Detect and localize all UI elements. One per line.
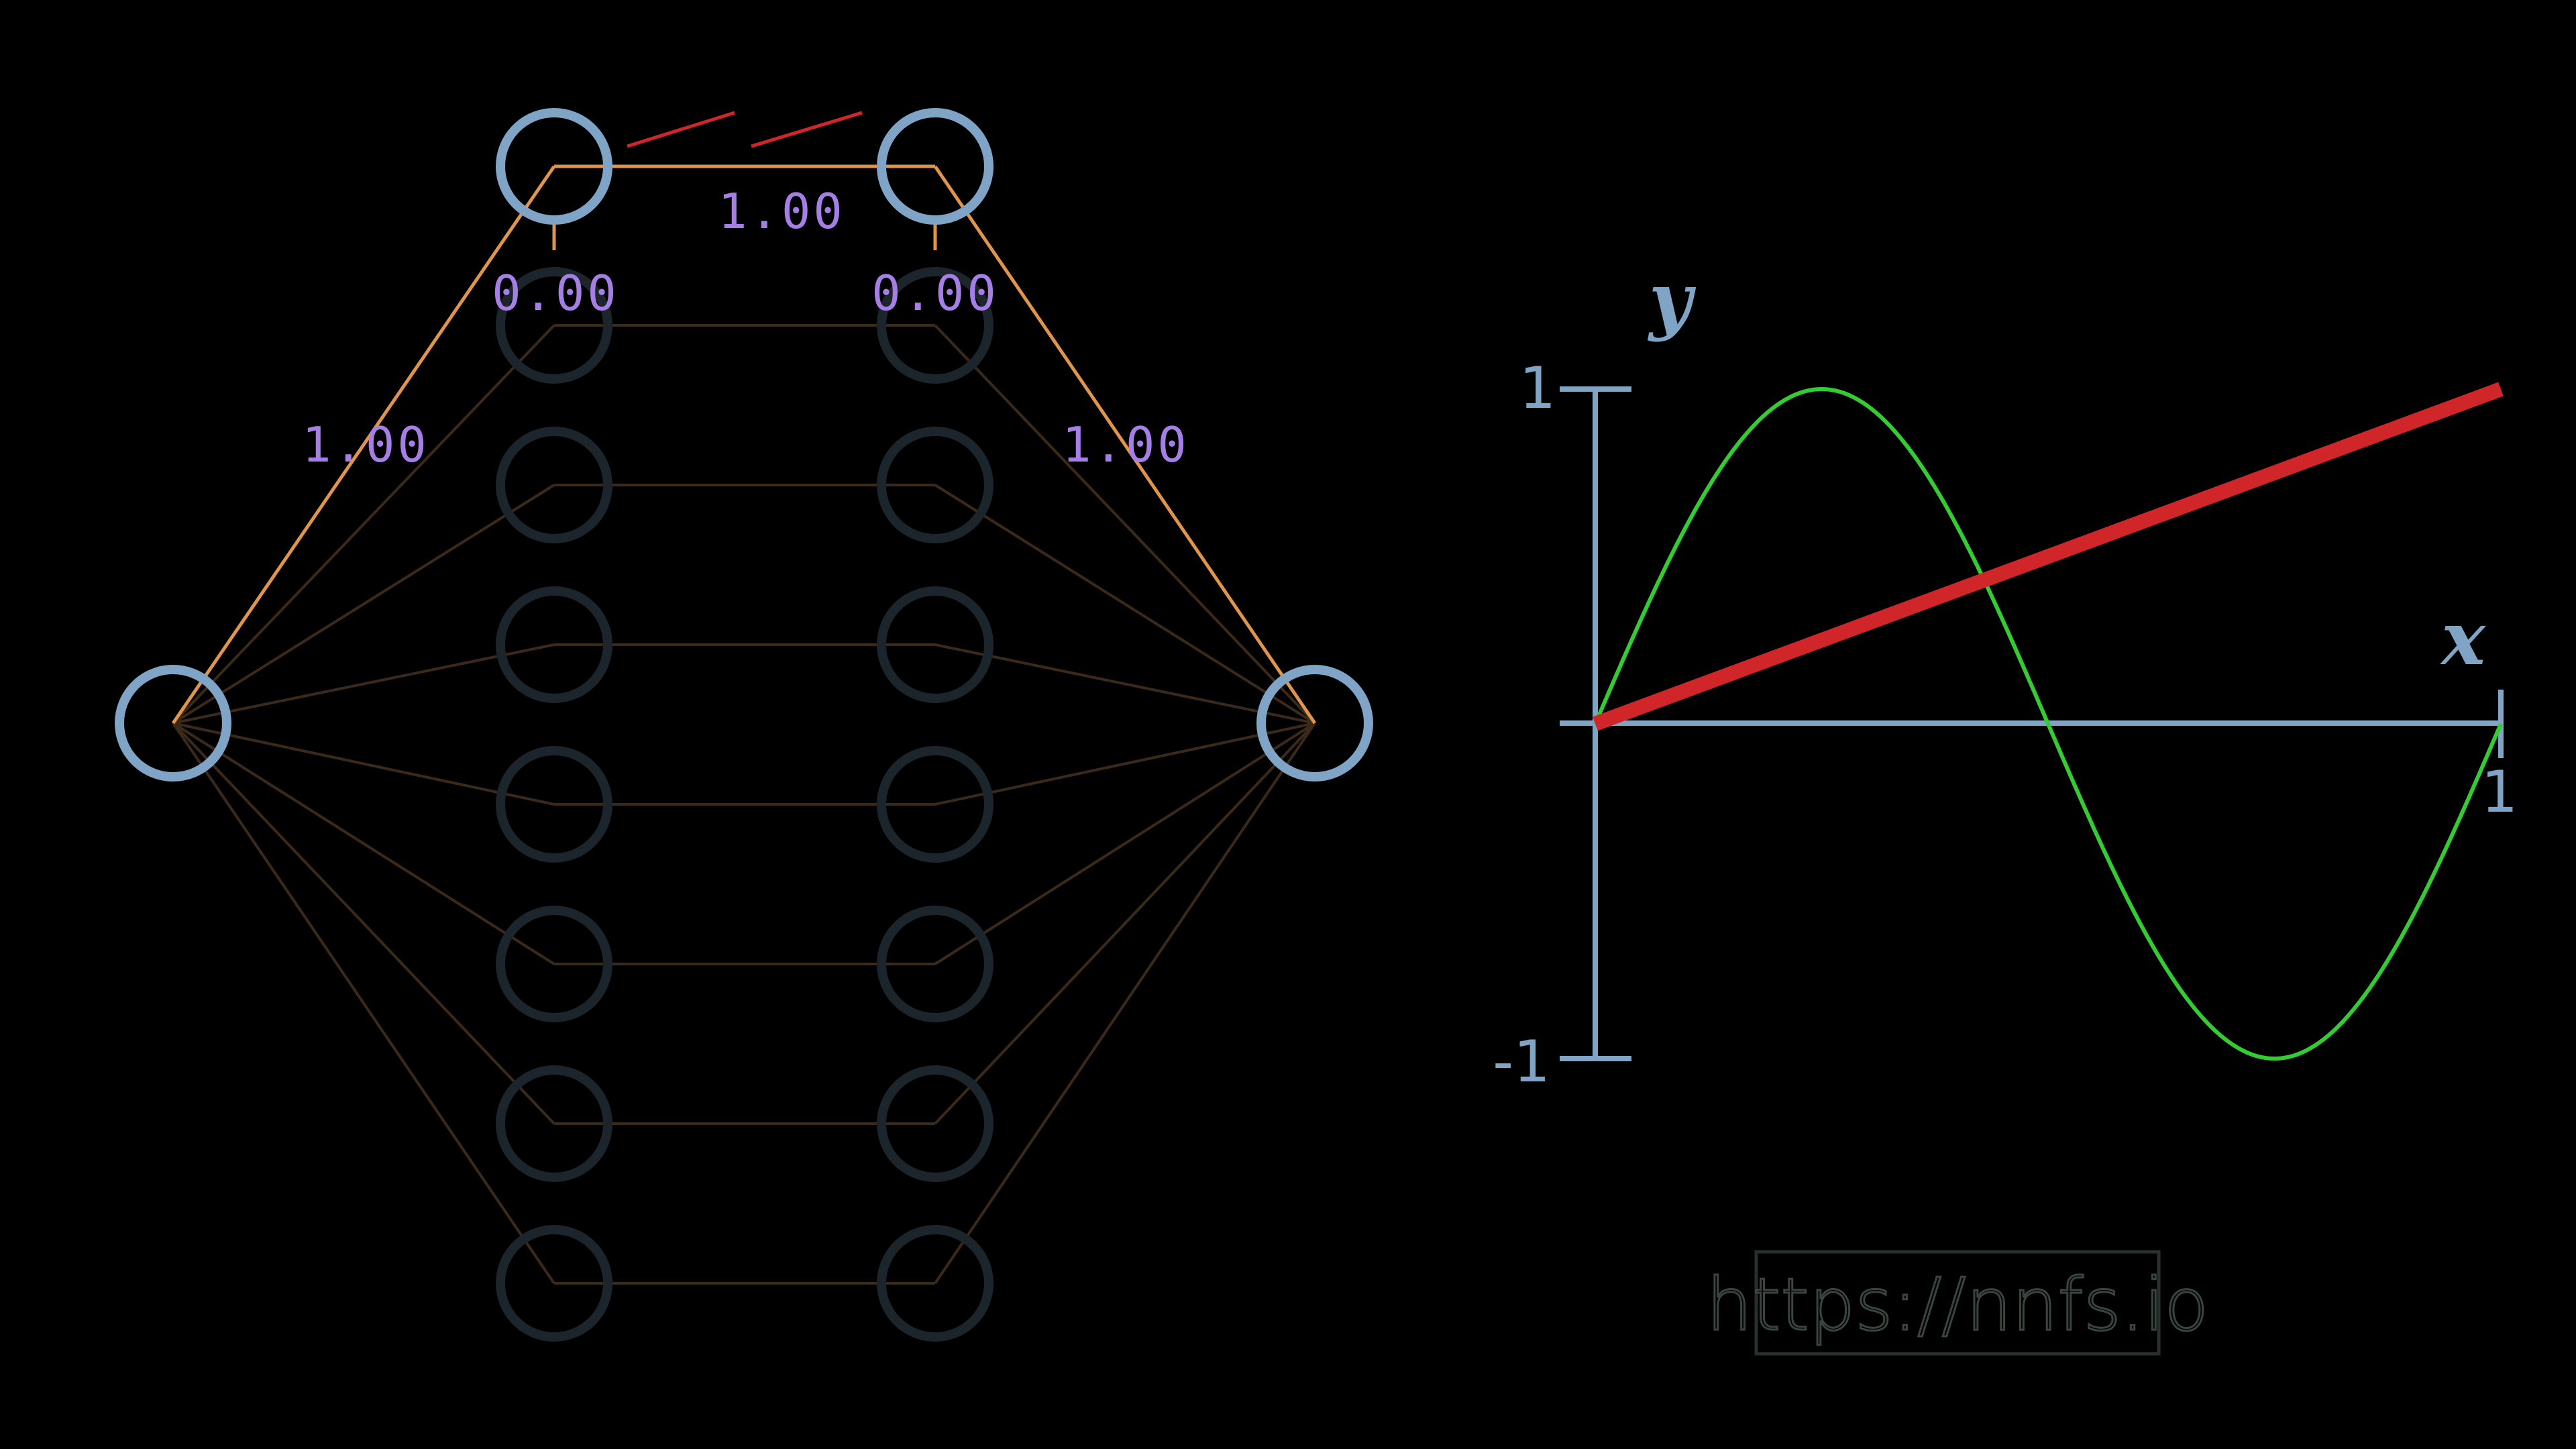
y-tick-label-top: 1	[1519, 355, 1556, 422]
inactive-neuron-h2-4	[877, 746, 994, 863]
sine-fit-chart: 1 -1 1 y x	[1493, 256, 2518, 1095]
weight-labels: 1.00 0.00 0.00 1.00 1.00	[302, 183, 1189, 473]
inactive-connection-input-h1-2	[172, 484, 555, 724]
weight-label-top: 1.00	[718, 183, 845, 239]
inactive-connection-h2-output-3	[934, 643, 1316, 724]
inactive-connection-input-h1-1	[172, 324, 555, 724]
inactive-connection-h2-output-1	[934, 324, 1316, 724]
x-tick-label-right: 1	[2481, 759, 2518, 826]
weight-label-input: 1.00	[302, 417, 429, 473]
active-neuron-h1	[496, 108, 612, 225]
inactive-connection-input-h1-6	[172, 722, 555, 1125]
watermark-box	[1754, 1250, 2161, 1356]
active-connection-h2-output	[933, 165, 1317, 724]
neurons	[115, 108, 1373, 1342]
x-axis	[1560, 690, 2504, 758]
bias-label-right: 0.00	[871, 265, 998, 321]
inactive-connection-h2-output-5	[934, 722, 1316, 965]
inactive-connection-h2-output-7	[934, 722, 1316, 1285]
connections	[171, 164, 1317, 1285]
inactive-neuron-h2-7	[877, 1225, 994, 1342]
inactive-neuron-h2-2	[877, 427, 994, 543]
inactive-neuron-h1-1	[496, 267, 612, 384]
gradient-markers	[627, 111, 863, 148]
inactive-connection-h2-output-2	[934, 484, 1316, 724]
gradient-marker-2	[751, 111, 863, 148]
inactive-neuron-h2-6	[877, 1065, 994, 1182]
weight-label-output: 1.00	[1062, 417, 1189, 473]
fitted-line-series	[1593, 382, 2504, 731]
watermark-text: https://nnfs.io	[1707, 1263, 2209, 1347]
inactive-neuron-h1-6	[496, 1065, 612, 1182]
y-tick-label-bottom: -1	[1493, 1028, 1550, 1095]
inactive-connection-input-h1-3	[172, 643, 555, 724]
inactive-neuron-h1-5	[496, 906, 612, 1022]
output-neuron	[1256, 665, 1373, 782]
inactive-neuron-h1-4	[496, 746, 612, 863]
x-axis-label: x	[2440, 595, 2486, 682]
input-neuron	[115, 665, 231, 782]
inactive-connection-input-h1-5	[172, 722, 555, 965]
inactive-neuron-h2-3	[877, 586, 994, 703]
inactive-neuron-h1-2	[496, 427, 612, 543]
inactive-neuron-h2-1	[877, 267, 994, 384]
target-sine-series	[1593, 386, 2503, 1061]
y-axis-label: y	[1647, 256, 1697, 343]
inactive-connection-h2-output-6	[934, 722, 1316, 1125]
inactive-connection-input-h1-7	[172, 722, 555, 1285]
inactive-neuron-h1-7	[496, 1225, 612, 1342]
inactive-neuron-h1-3	[496, 586, 612, 703]
neural-network-diagram: 1.00 0.00 0.00 1.00 1.00	[115, 108, 1373, 1342]
active-connection-input-h1	[171, 165, 556, 724]
active-neuron-h2	[877, 108, 994, 225]
inactive-connection-h2-output-4	[934, 722, 1316, 806]
bias-label-left: 0.00	[492, 265, 619, 321]
watermark: https://nnfs.io	[1705, 1250, 2210, 1356]
gradient-marker-1	[627, 111, 735, 148]
inactive-connection-input-h1-4	[172, 722, 555, 806]
inactive-neuron-h2-5	[877, 906, 994, 1022]
